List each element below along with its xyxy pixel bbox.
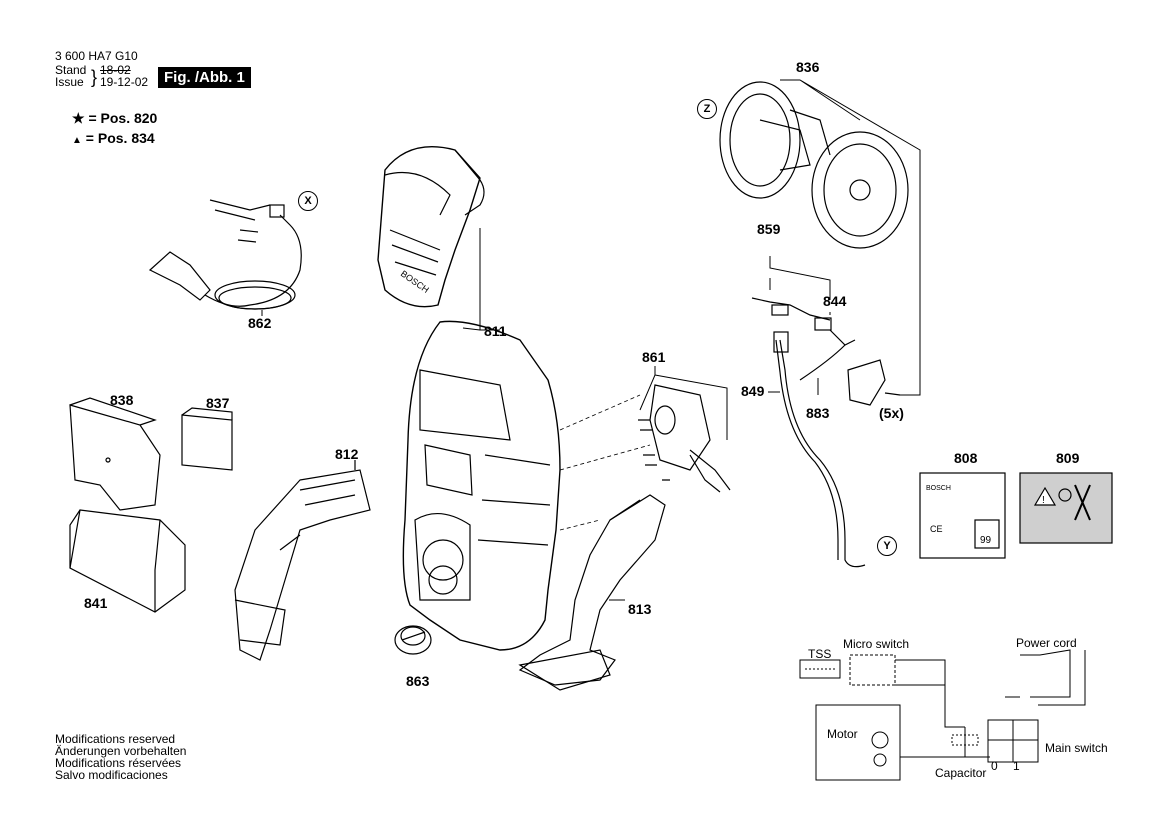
- part-837: 837: [206, 395, 230, 411]
- part-5x: (5x): [879, 405, 904, 421]
- side-panel-812-shape: [234, 460, 371, 661]
- upper-cover-shape: BOSCH: [377, 146, 485, 308]
- knob-863-shape: [394, 625, 432, 655]
- star-legend: ★ = Pos. 820: [72, 111, 157, 125]
- micro-switch-label: Micro switch: [843, 637, 910, 651]
- figure-badge: Fig. /Abb. 1: [158, 67, 251, 88]
- tss-label: TSS: [808, 647, 832, 661]
- stand-value: 18-02: [100, 63, 131, 77]
- svg-text:BOSCH: BOSCH: [926, 485, 951, 492]
- footer-line-4: Salvo modificaciones: [55, 768, 168, 782]
- callout-z: Z: [697, 99, 717, 119]
- svg-text:!: !: [1042, 495, 1045, 506]
- part-811: 811: [484, 323, 507, 339]
- label-808-shape: BOSCH 99 CE: [919, 472, 1006, 559]
- main-switch-label: Main switch: [1045, 741, 1108, 755]
- stand-label: Stand: [55, 63, 87, 77]
- capacitor-label: Capacitor: [935, 766, 987, 780]
- part-844: 844: [823, 293, 847, 309]
- front-panel-813-shape: [518, 494, 666, 691]
- power-cord-label: Power cord: [1016, 636, 1077, 650]
- main-body-shape: [402, 320, 561, 651]
- triangle-legend: ▲ = Pos. 834: [72, 131, 155, 146]
- callout-x: X: [298, 191, 318, 211]
- part-808: 808: [954, 450, 978, 466]
- part-861: 861: [642, 349, 666, 365]
- part-883: 883: [806, 405, 830, 421]
- part-859: 859: [757, 221, 781, 237]
- switch-position-1: 1: [1013, 759, 1020, 773]
- block-838-shape: [69, 397, 161, 511]
- callout-y: Y: [877, 536, 897, 556]
- issue-label: Issue: [55, 75, 84, 89]
- brace-glyph: }: [91, 67, 98, 87]
- part-836: 836: [796, 59, 820, 75]
- fittings-shape: [751, 297, 901, 406]
- motor-label: Motor: [827, 727, 858, 741]
- part-862: 862: [248, 315, 272, 331]
- footer-line-3: Modifications réservées: [55, 756, 182, 770]
- issue-value: 19-12-02: [100, 75, 149, 89]
- part-813: 813: [628, 601, 652, 617]
- triangle-legend-text: = Pos. 834: [85, 130, 155, 146]
- pump-861-shape: [638, 384, 731, 493]
- triangle-icon: ▲: [72, 135, 82, 146]
- svg-text:CE: CE: [930, 524, 943, 534]
- part-812: 812: [335, 446, 359, 462]
- svg-text:99: 99: [980, 535, 992, 546]
- document-number: 3 600 HA7 G10: [55, 49, 138, 63]
- part-809: 809: [1056, 450, 1080, 466]
- footer-line-2: Änderungen vorbehalten: [55, 744, 187, 758]
- footer-line-1: Modifications reserved: [55, 732, 176, 746]
- star-legend-text: = Pos. 820: [88, 110, 158, 126]
- hose-849-shape: [773, 331, 866, 568]
- star-icon: ★: [72, 110, 85, 126]
- part-849: 849: [741, 383, 765, 399]
- hose-reel-836-shape: [719, 81, 909, 249]
- power-cord-shape: [148, 199, 302, 310]
- part-863: 863: [406, 673, 430, 689]
- block-837-shape: [181, 407, 233, 471]
- switch-position-0: 0: [991, 759, 998, 773]
- label-809-shape: !: [1019, 472, 1113, 544]
- part-838: 838: [110, 392, 134, 408]
- wiring-diagram: [799, 649, 1086, 781]
- block-841-shape: [69, 509, 186, 613]
- part-841: 841: [84, 595, 108, 611]
